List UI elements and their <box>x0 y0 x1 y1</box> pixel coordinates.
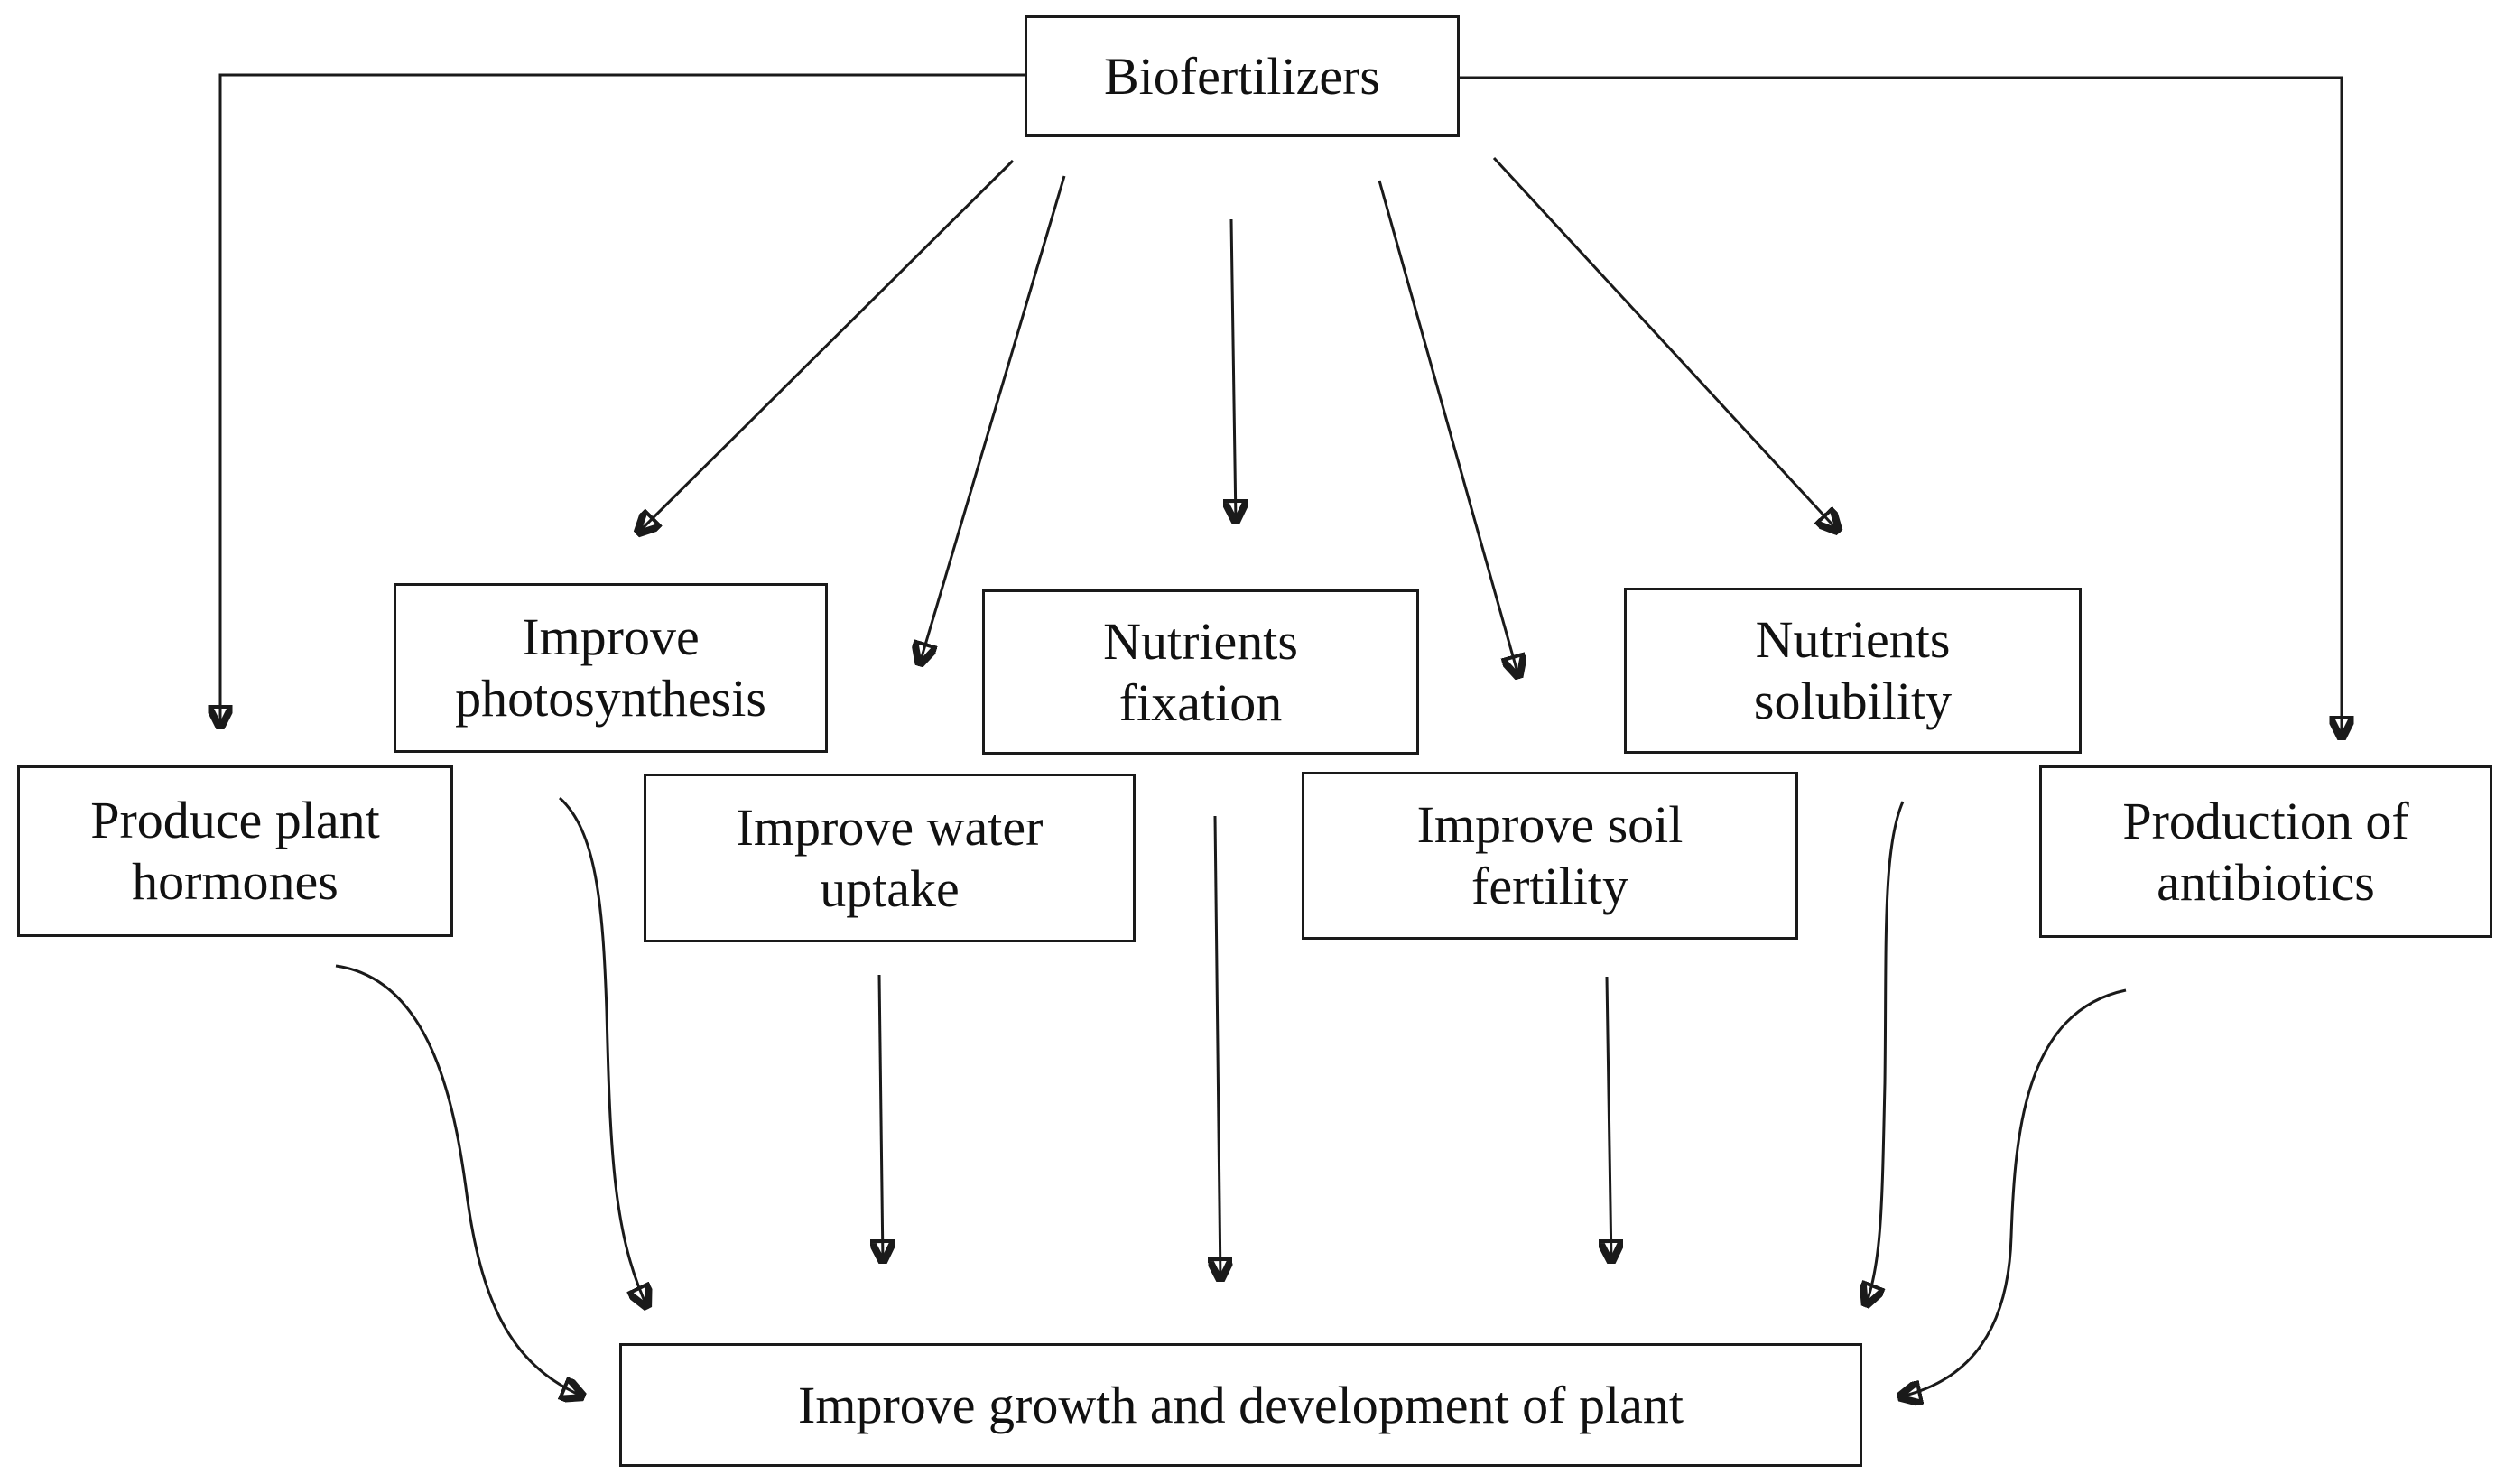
effect-label-line: Nutrients <box>1755 610 1951 669</box>
effect-label-line: antibiotics <box>2157 852 2375 912</box>
effect-node-soil-fertility: Improve soil fertility <box>1302 772 1798 940</box>
effect-node-antibiotics: Production of antibiotics <box>2039 765 2492 938</box>
effect-node-water-uptake: Improve water uptake <box>644 774 1136 942</box>
effect-label-line: solubility <box>1753 672 1953 730</box>
effect-node-hormones: Produce plant hormones <box>17 765 453 937</box>
arrow-root-to-photosynthesis <box>636 159 1015 534</box>
effect-node-nutrients-fixation: Nutrients fixation <box>982 589 1419 755</box>
effect-label-line: photosynthesis <box>455 669 766 728</box>
arrow-photosynthesis-to-outcome <box>558 796 648 1309</box>
arrow-soil-to-outcome <box>1607 976 1611 1264</box>
effect-label-line: uptake <box>820 858 960 918</box>
effect-label-line: fertility <box>1471 857 1628 915</box>
outcome-node-label: Improve growth and development of plant <box>798 1375 1684 1434</box>
effect-label-line: hormones <box>132 852 339 911</box>
effect-label-line: Improve <box>522 608 700 666</box>
effect-label-line: Production of <box>2122 791 2409 850</box>
arrow-root-to-hormones <box>220 73 1025 729</box>
arrow-root-to-antibiotics <box>1460 76 2342 740</box>
arrow-hormones-to-outcome <box>335 964 585 1397</box>
arrow-root-to-fixation <box>1231 218 1236 524</box>
effect-node-photosynthesis: Improve photosynthesis <box>394 583 828 753</box>
outcome-node: Improve growth and development of plant <box>619 1343 1862 1467</box>
arrow-solubility-to-outcome <box>1865 801 1905 1307</box>
effect-node-nutrients-solubility: Nutrients solubility <box>1624 588 2082 754</box>
arrow-fixation-to-outcome <box>1215 815 1220 1282</box>
arrow-water-to-outcome <box>879 974 883 1264</box>
arrow-root-to-soil <box>1378 180 1519 679</box>
effect-label-line: Nutrients <box>1103 611 1298 671</box>
root-node-label: Biofertilizers <box>1103 46 1380 106</box>
effect-label-line: Improve soil <box>1416 795 1684 854</box>
effect-label-line: Produce plant <box>90 791 380 849</box>
effect-label-line: Improve water <box>736 797 1044 857</box>
effect-label-line: fixation <box>1118 672 1283 732</box>
arrow-root-to-water <box>919 175 1066 666</box>
arrow-antibiotics-to-outcome <box>1897 988 2127 1397</box>
arrow-root-to-solubility <box>1492 156 1840 533</box>
root-node-biofertilizers: Biofertilizers <box>1025 15 1460 137</box>
